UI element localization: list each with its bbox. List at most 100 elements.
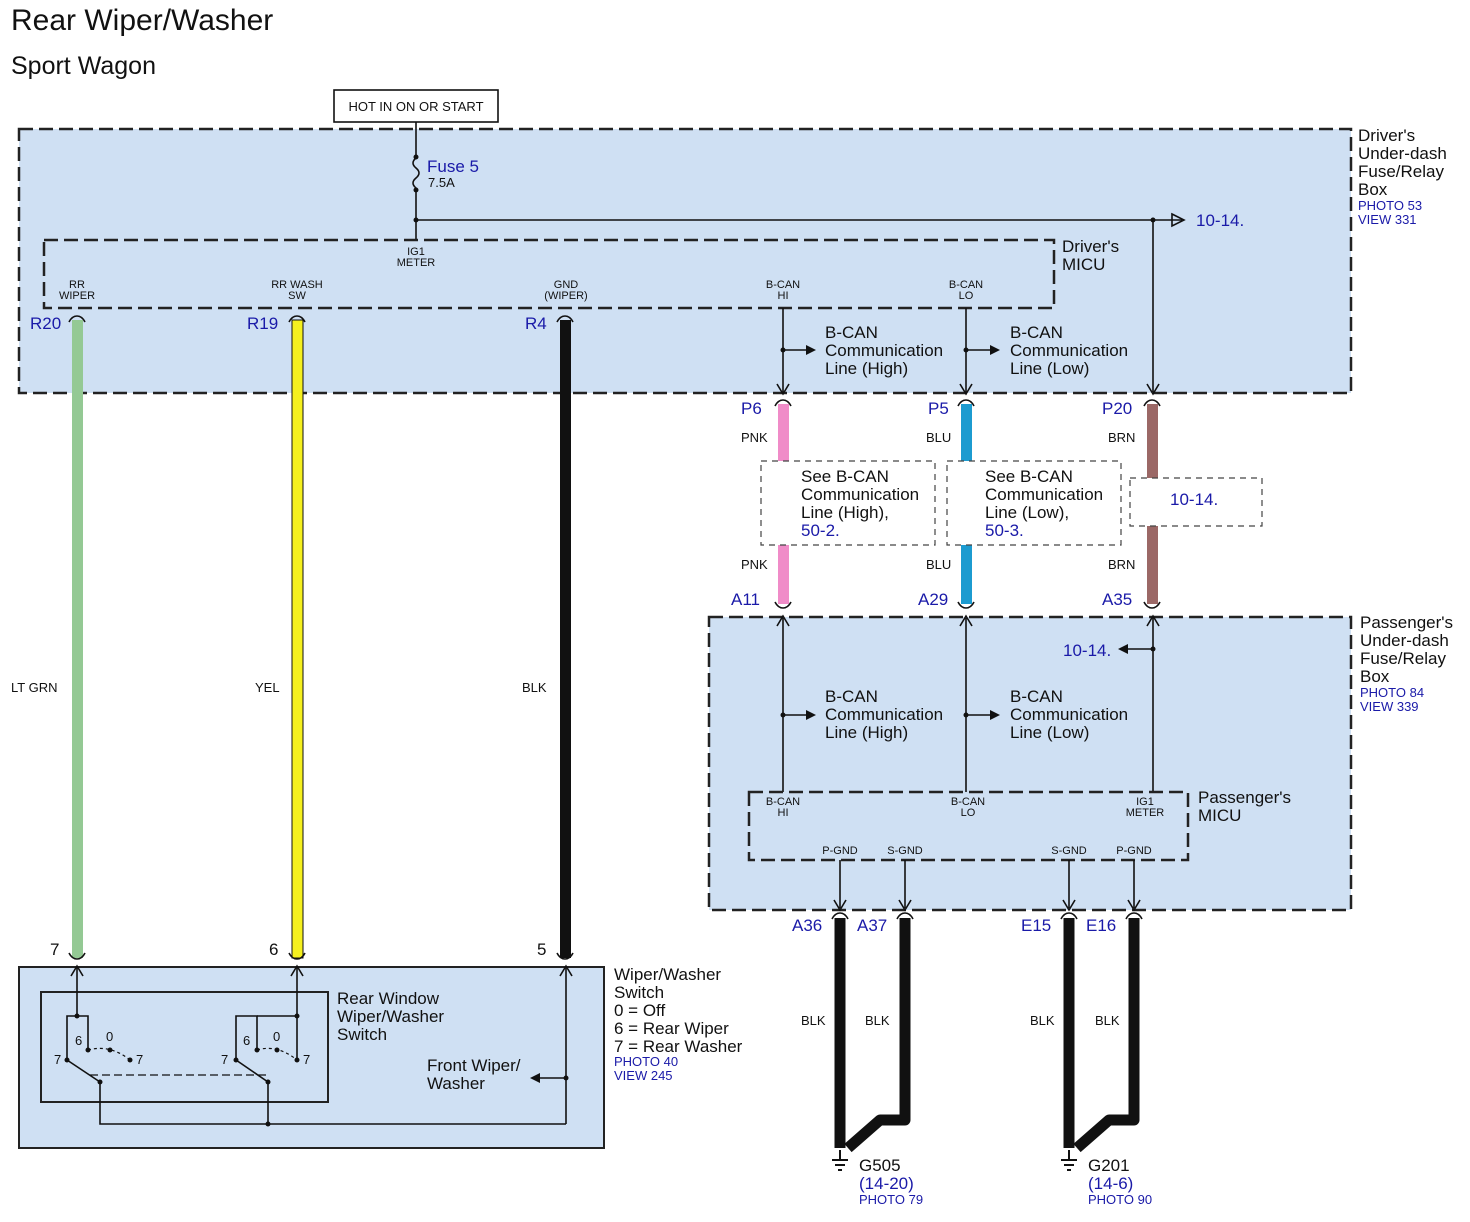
svg-text:GND: GND	[554, 279, 579, 291]
svg-text:LO: LO	[961, 807, 976, 819]
svg-text:Passenger's: Passenger's	[1198, 788, 1291, 807]
connector-a37[interactable]: A37	[857, 916, 887, 935]
wiper-washer-switch-label: Wiper/Washer Switch 0 = Off 6 = Rear Wip…	[614, 965, 743, 1083]
drivers-micu-pin-labels: IG1 METER RR WIPER RR WASH SW GND (WIPER…	[59, 246, 983, 302]
wire-lt-grn[interactable]	[72, 320, 83, 958]
svg-text:WIPER: WIPER	[59, 290, 95, 302]
svg-text:PHOTO 90: PHOTO 90	[1088, 1192, 1152, 1207]
svg-text:Box: Box	[1360, 667, 1390, 686]
see-bcan-low-text: See B-CAN Communication Line (Low), 50-3…	[985, 467, 1103, 540]
ref-10-14-mid[interactable]: 10-14.	[1170, 490, 1218, 509]
svg-text:B-CAN: B-CAN	[766, 279, 800, 291]
connector-a35[interactable]: A35	[1102, 590, 1132, 609]
svg-text:PHOTO 40: PHOTO 40	[614, 1054, 678, 1069]
wire-yel[interactable]	[291, 319, 304, 959]
connector-p5[interactable]: P5	[928, 399, 949, 418]
connector-r4[interactable]: R4	[525, 314, 547, 333]
drivers-box-label: Driver's Under-dash Fuse/Relay Box PHOTO…	[1358, 126, 1447, 227]
svg-text:G505: G505	[859, 1156, 901, 1175]
wire-blk-r4[interactable]	[560, 320, 571, 958]
passengers-micu-pin-labels: B-CAN HI B-CAN LO IG1 METER P-GND S-GND …	[766, 796, 1164, 857]
svg-text:Rear Window: Rear Window	[337, 989, 440, 1008]
svg-text:0: 0	[273, 1029, 280, 1044]
see-bcan-high-box	[760, 460, 936, 546]
svg-text:7: 7	[54, 1052, 61, 1067]
svg-text:VIEW 331: VIEW 331	[1358, 212, 1417, 227]
wire-color-lt-grn: LT GRN	[11, 680, 57, 695]
svg-text:B-CAN: B-CAN	[951, 796, 985, 808]
svg-text:RR: RR	[69, 279, 85, 291]
connector-r19[interactable]: R19	[247, 314, 278, 333]
bcan-low-label-driver: B-CAN Communication Line (Low)	[1010, 323, 1128, 378]
ref-14-20[interactable]: (14-20)	[859, 1174, 914, 1193]
connector-a36[interactable]: A36	[792, 916, 822, 935]
wire-blk-g505[interactable]	[834, 918, 911, 1153]
ref-50-2[interactable]: 50-2.	[801, 521, 840, 540]
ref-10-14-top[interactable]: 10-14.	[1196, 211, 1244, 230]
svg-text:B-CAN: B-CAN	[949, 279, 983, 291]
connector-p6[interactable]: P6	[741, 399, 762, 418]
svg-text:G201: G201	[1088, 1156, 1130, 1175]
front-wiper-label: Front Wiper/ Washer	[427, 1056, 521, 1093]
svg-text:7: 7	[221, 1052, 228, 1067]
power-source-label: HOT IN ON OR START	[348, 99, 483, 114]
svg-text:PHOTO 84: PHOTO 84	[1360, 685, 1424, 700]
svg-text:Communication: Communication	[801, 485, 919, 504]
svg-text:IG1: IG1	[1136, 796, 1154, 808]
connector-a11[interactable]: A11	[731, 590, 760, 609]
svg-text:Line (High),: Line (High),	[801, 503, 889, 522]
svg-text:B-CAN: B-CAN	[1010, 323, 1063, 342]
svg-text:6: 6	[75, 1033, 82, 1048]
svg-text:Switch: Switch	[337, 1025, 387, 1044]
svg-text:Line (High): Line (High)	[825, 359, 908, 378]
passengers-fuse-relay-box	[707, 615, 1353, 912]
svg-text:B-CAN: B-CAN	[825, 323, 878, 342]
bcan-low-label-passenger: B-CAN Communication Line (Low)	[1010, 687, 1128, 742]
svg-text:7 = Rear Washer: 7 = Rear Washer	[614, 1037, 743, 1056]
wire-blk-g201[interactable]	[1063, 918, 1140, 1153]
ref-50-3[interactable]: 50-3.	[985, 521, 1024, 540]
connector-r20[interactable]: R20	[30, 314, 61, 333]
connector-a29[interactable]: A29	[918, 590, 948, 609]
wire-color-blu-top: BLU	[926, 430, 951, 445]
ground-icon-g505	[832, 1150, 848, 1171]
connector-p20[interactable]: P20	[1102, 399, 1132, 418]
see-bcan-low-box	[946, 460, 1122, 546]
svg-text:7: 7	[136, 1052, 143, 1067]
svg-text:Communication: Communication	[1010, 705, 1128, 724]
page-title: Rear Wiper/Washer	[11, 4, 273, 37]
rear-window-switch-box	[40, 991, 329, 1103]
svg-text:HI: HI	[778, 290, 789, 302]
connector-e16[interactable]: E16	[1086, 916, 1116, 935]
connector-e15[interactable]: E15	[1021, 916, 1051, 935]
svg-text:Fuse/Relay: Fuse/Relay	[1360, 649, 1446, 668]
svg-text:P-GND: P-GND	[822, 845, 858, 857]
switch-contact-labels: 7 6 0 7 7 6 0 7	[54, 1029, 310, 1067]
svg-text:Switch: Switch	[614, 983, 664, 1002]
wire-color-pnk-bottom: PNK	[741, 557, 768, 572]
see-ref-10-14-box	[1129, 477, 1263, 527]
ref-10-14-passenger[interactable]: 10-14.	[1063, 641, 1111, 660]
rear-window-switch-label: Rear Window Wiper/Washer Switch	[337, 989, 444, 1044]
svg-text:Under-dash: Under-dash	[1360, 631, 1449, 650]
fuse-name: Fuse 5	[427, 157, 479, 176]
svg-text:Passenger's: Passenger's	[1360, 613, 1453, 632]
svg-text:Driver's: Driver's	[1358, 126, 1415, 145]
page-subtitle: Sport Wagon	[11, 52, 156, 80]
svg-text:Communication: Communication	[985, 485, 1103, 504]
svg-text:6: 6	[243, 1033, 250, 1048]
svg-text:S-GND: S-GND	[1051, 845, 1087, 857]
svg-text:Communication: Communication	[825, 341, 943, 360]
drivers-fuse-relay-box	[17, 127, 1353, 395]
svg-text:PHOTO 79: PHOTO 79	[859, 1192, 923, 1207]
wire-color-blk-a37: BLK	[865, 1013, 890, 1028]
svg-text:Wiper/Washer: Wiper/Washer	[337, 1007, 444, 1026]
bcan-high-label-passenger: B-CAN Communication Line (High)	[825, 687, 943, 742]
svg-text:7: 7	[303, 1052, 310, 1067]
svg-text:Driver's: Driver's	[1062, 237, 1119, 256]
svg-text:HI: HI	[778, 807, 789, 819]
svg-text:B-CAN: B-CAN	[766, 796, 800, 808]
svg-text:Front Wiper/: Front Wiper/	[427, 1056, 521, 1075]
ref-14-6[interactable]: (14-6)	[1088, 1174, 1133, 1193]
